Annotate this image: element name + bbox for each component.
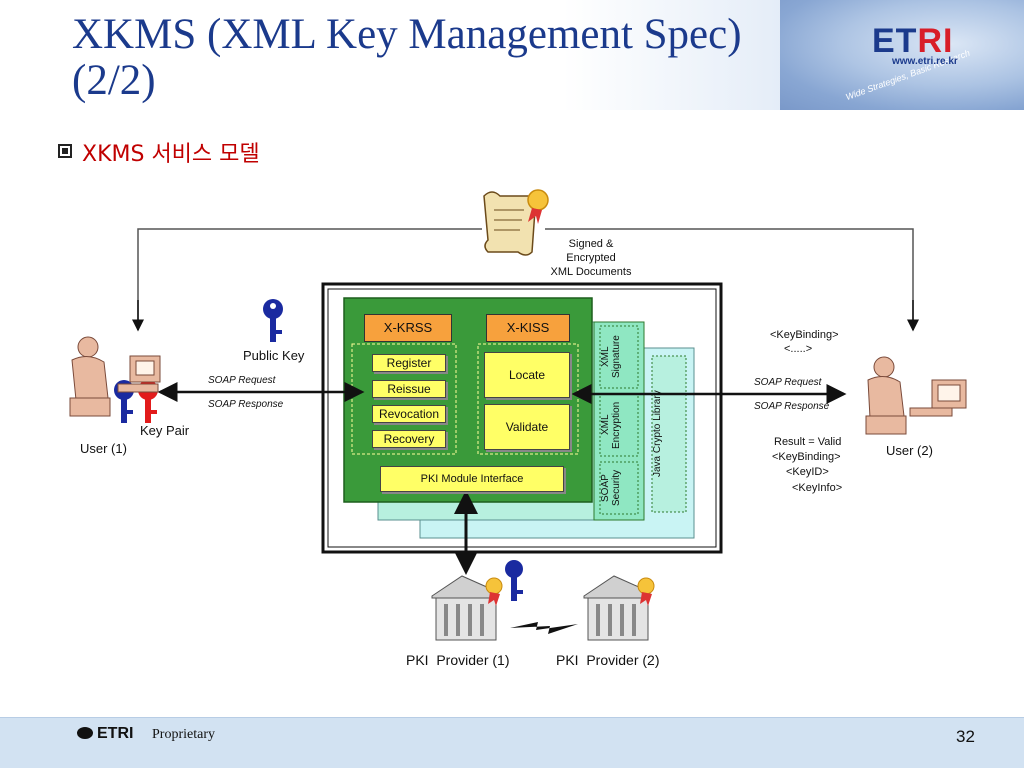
lightning-link-icon: [510, 622, 578, 634]
document-label-1: Signed &: [568, 238, 614, 250]
java-crypto-library-label: Java Crypto Library: [652, 390, 663, 478]
footer-band: [0, 717, 1024, 768]
keybinding-top-2: <.....>: [784, 343, 813, 355]
result-line-1: Result = Valid: [774, 436, 842, 448]
public-key-icon: [263, 299, 283, 342]
footer-proprietary: Proprietary: [152, 727, 215, 742]
pki-provider-2-building-icon: [583, 575, 655, 641]
recovery-box: Recovery: [372, 430, 446, 448]
footer-logo-text: ETRI: [97, 725, 134, 742]
bullet-heading: XKMS 서비스 모델: [82, 142, 260, 167]
keybinding-top-1: <KeyBinding>: [770, 329, 839, 341]
xkiss-header: X-KISS: [486, 314, 570, 342]
document-label-3: XML Documents: [550, 266, 632, 278]
xml-encryption-label: XML Encryption: [600, 401, 622, 449]
user-2-illustration: [865, 356, 967, 435]
locate-box: Locate: [484, 352, 570, 398]
right-soap-request: SOAP Request: [754, 377, 822, 388]
pki-module-interface: PKI Module Interface: [380, 466, 564, 492]
pki-provider-1-building-icon: [431, 575, 503, 641]
reissue-box: Reissue: [372, 380, 446, 398]
right-soap-response: SOAP Response: [754, 401, 830, 412]
left-soap-response: SOAP Response: [208, 399, 284, 410]
xml-signature-label: XML Signature: [600, 335, 622, 379]
document-flow-lines: [132, 228, 919, 332]
revocation-box: Revocation: [372, 405, 446, 423]
key-pair-label: Key Pair: [140, 423, 190, 438]
etri-url: www.etri.re.kr: [892, 56, 958, 67]
register-box: Register: [372, 354, 446, 372]
document-label-2: Encrypted: [566, 252, 616, 264]
user-2-label: User (2): [886, 443, 933, 458]
bullet-square-icon: [58, 144, 72, 158]
result-line-3: <KeyID>: [786, 466, 829, 478]
globe-banner-image: [780, 0, 1024, 110]
etri-globe-icon: [77, 727, 93, 739]
result-line-2: <KeyBinding>: [772, 451, 841, 463]
validate-box: Validate: [484, 404, 570, 450]
etri-logo-text: ETRI: [872, 22, 954, 60]
soap-security-label: SOAP Security: [600, 469, 622, 507]
scroll-document-icon: [483, 189, 549, 256]
footer-etri-logo: ETRI: [77, 725, 133, 743]
user-1-label: User (1): [80, 441, 127, 456]
pki-provider-2-label: PKI Provider (2): [556, 652, 660, 668]
etri-logo: ETRI: [872, 22, 953, 61]
xkrss-header: X-KRSS: [364, 314, 452, 342]
pki-provider-1-label: PKI Provider (1): [406, 652, 510, 668]
user-1-illustration: [69, 336, 161, 417]
pki-key-icon: [505, 560, 523, 601]
page-number: 32: [956, 727, 975, 746]
slide-title: XKMS (XML Key Management Spec) (2/2): [72, 11, 742, 104]
result-line-4: <KeyInfo>: [792, 482, 843, 494]
left-soap-request: SOAP Request: [208, 375, 276, 386]
public-key-label: Public Key: [243, 348, 305, 363]
